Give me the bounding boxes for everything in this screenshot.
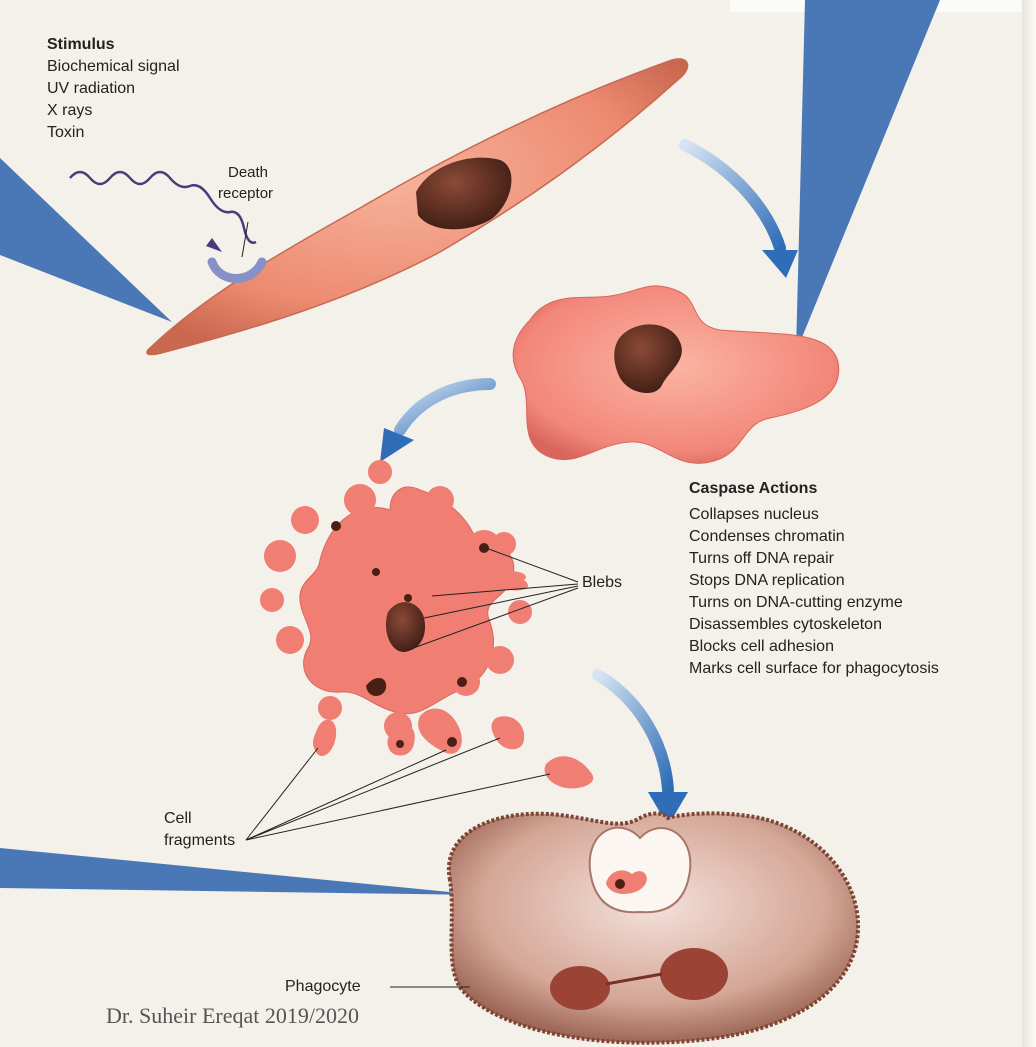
caspase-action-item: Turns on DNA-cutting enzyme (689, 592, 939, 614)
shrunken-cell (513, 286, 839, 463)
stimulus-title: Stimulus (47, 34, 180, 56)
caspase-actions-block: Caspase Actions Collapses nucleus Conden… (689, 478, 939, 680)
caspase-action-item: Collapses nucleus (689, 504, 939, 526)
progression-arrow-1 (685, 145, 780, 248)
progression-arrowhead-1-icon (762, 250, 798, 278)
death-receptor-label: Death receptor (218, 162, 273, 204)
death-receptor-label-line2: receptor (218, 183, 273, 204)
caspase-action-item: Turns off DNA repair (689, 548, 939, 570)
caspase-action-item: Marks cell surface for phagocytosis (689, 658, 939, 680)
progression-arrow-3 (598, 675, 668, 790)
callout-top-right (796, 0, 940, 352)
cell-fragments-label: Cell fragments (164, 808, 235, 852)
blebs-label: Blebs (582, 572, 622, 594)
phagocyte-nucleus-left (550, 966, 610, 1010)
cell-fragments-label-line2: fragments (164, 830, 235, 852)
stimulus-item: Toxin (47, 122, 180, 144)
stimulus-item: Biochemical signal (47, 56, 180, 78)
phagocyte-nucleus-right (660, 948, 728, 1000)
stimulus-item: X rays (47, 100, 180, 122)
blebbing-cell (260, 460, 532, 740)
cell-fragments-label-line1: Cell (164, 808, 235, 830)
death-receptor-icon (212, 262, 262, 279)
phagocyte (449, 813, 858, 1042)
author-credit: Dr. Suheir Ereqat 2019/2020 (106, 1003, 359, 1029)
caspase-action-item: Blocks cell adhesion (689, 636, 939, 658)
stimulus-arrowhead-icon (206, 238, 222, 252)
caspase-action-item: Stops DNA replication (689, 570, 939, 592)
phagocytic-vacuole (590, 828, 691, 913)
caspase-action-item: Disassembles cytoskeleton (689, 614, 939, 636)
stimulus-block: Stimulus Biochemical signal UV radiation… (47, 34, 180, 144)
phagocyte-label: Phagocyte (285, 976, 361, 998)
callout-bottom-left (0, 848, 480, 895)
death-receptor-label-line1: Death (218, 162, 273, 183)
caspase-actions-title: Caspase Actions (689, 478, 939, 500)
caspase-action-item: Condenses chromatin (689, 526, 939, 548)
stimulus-item: UV radiation (47, 78, 180, 100)
progression-arrow-2 (400, 384, 490, 430)
